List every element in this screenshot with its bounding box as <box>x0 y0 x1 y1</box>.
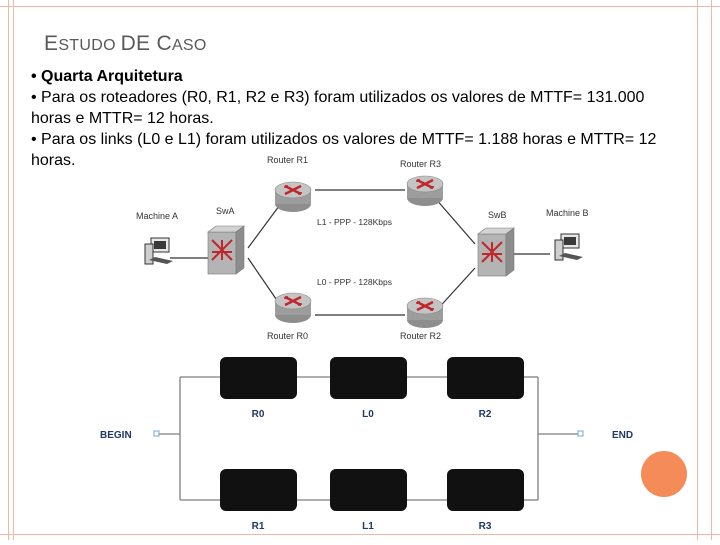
bottom-blocks <box>220 469 524 511</box>
top-blocks <box>220 357 524 399</box>
frame-line <box>8 0 9 540</box>
router-r1-label: Router R1 <box>267 155 308 165</box>
block-label: R3 <box>479 521 492 532</box>
switch-b-label: SwB <box>488 210 507 220</box>
link-l1-label: L1 - PPP - 128Kbps <box>317 217 392 227</box>
network-topology-image: Router R1 Router R3 Router R0 Router R2 … <box>130 150 600 350</box>
bullet-item: • Para os links (L0 e L1) foram utilizad… <box>31 131 657 169</box>
end-connector <box>577 430 584 437</box>
link-l0-label: L0 - PPP - 128Kbps <box>317 277 392 287</box>
router-icon <box>273 180 313 214</box>
bullet-list: • Quarta Arquitetura • Para os roteadore… <box>31 66 661 171</box>
frame-line <box>13 0 14 540</box>
decorative-circle <box>641 451 687 497</box>
block-r2 <box>447 357 524 399</box>
frame-line <box>711 0 712 540</box>
block-label: R1 <box>252 521 265 532</box>
reliability-block-diagram: R0 L0 R2 R1 L1 R3 BEGIN END <box>90 345 660 540</box>
block-label: L0 <box>362 409 374 420</box>
block-label: R0 <box>252 409 265 420</box>
bullet-item: • Para os roteadores (R0, R1, R2 e R3) f… <box>31 89 645 127</box>
router-r3-label: Router R3 <box>400 159 441 169</box>
frame-line <box>697 0 698 540</box>
block-label: L1 <box>362 521 374 532</box>
router-icon <box>273 291 313 325</box>
switch-a-label: SwA <box>216 206 235 216</box>
rbd-connections <box>158 376 578 501</box>
block-label: R2 <box>479 409 492 420</box>
begin-connector <box>153 430 160 437</box>
block-r3 <box>447 469 524 511</box>
frame-line <box>0 6 720 7</box>
block-r0 <box>220 357 297 399</box>
router-r0-label: Router R0 <box>267 331 308 341</box>
network-links <box>170 189 550 316</box>
computer-icon <box>144 237 174 265</box>
end-label: END <box>612 430 633 441</box>
switch-icon <box>207 225 245 275</box>
block-l0 <box>330 357 407 399</box>
router-icon <box>405 174 445 208</box>
block-r1 <box>220 469 297 511</box>
block-l1 <box>330 469 407 511</box>
machine-b-label: Machine B <box>546 208 589 218</box>
computer-icon <box>554 233 584 261</box>
router-r2-label: Router R2 <box>400 331 441 341</box>
router-icon <box>405 296 445 330</box>
bullet-item: • Quarta Arquitetura <box>31 68 183 85</box>
frame-line <box>0 534 720 535</box>
slide-title: ESTUDO DE CASO <box>44 32 207 55</box>
switch-icon <box>477 227 515 277</box>
begin-label: BEGIN <box>100 430 132 441</box>
machine-a-label: Machine A <box>136 211 178 221</box>
